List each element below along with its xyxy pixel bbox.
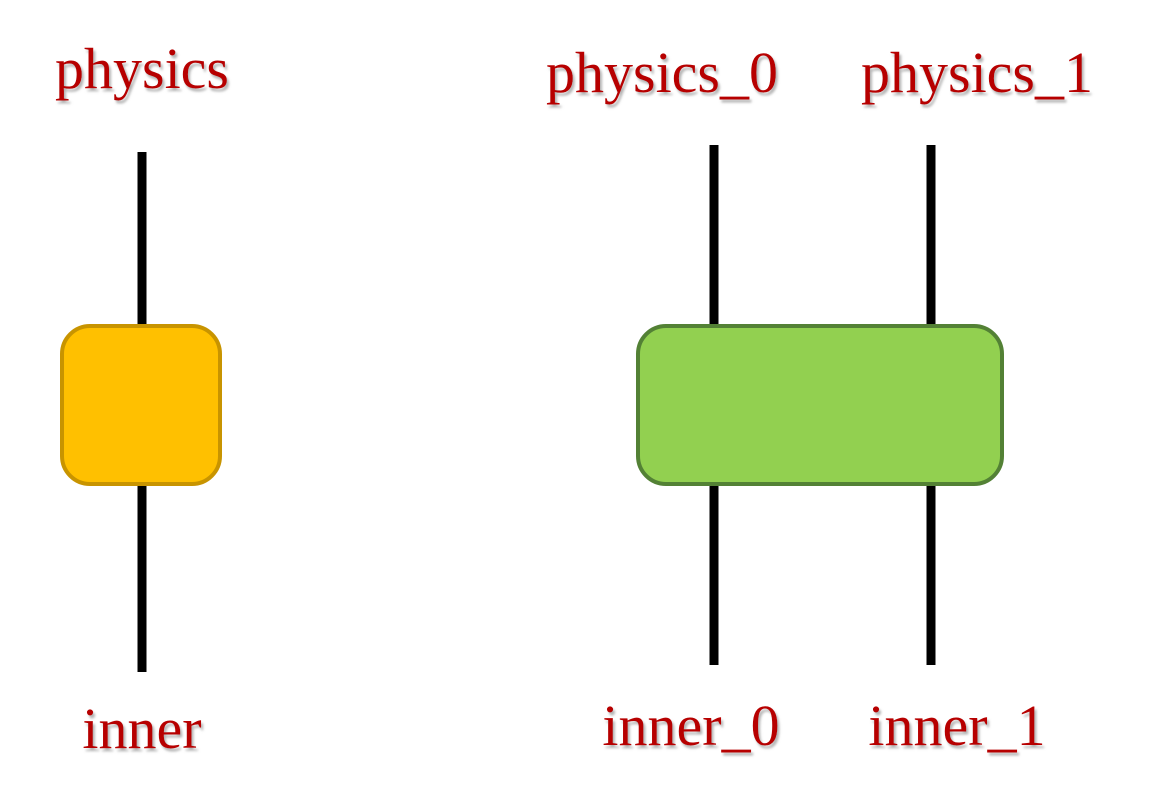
pair-bottom-label-1: inner_1 bbox=[868, 693, 1045, 758]
single-site-tensor bbox=[60, 324, 222, 486]
pair-top-label-0: physics_0 bbox=[546, 40, 778, 105]
single-bottom-label: inner bbox=[82, 696, 201, 761]
single-site-tensor-group: physics inner bbox=[55, 36, 229, 761]
pair-top-label-1: physics_1 bbox=[861, 40, 1093, 105]
two-site-tensor bbox=[636, 324, 1004, 486]
single-top-label: physics bbox=[55, 36, 229, 101]
pair-bottom-label-0: inner_0 bbox=[602, 693, 779, 758]
two-site-tensor-group: physics_0 physics_1 inner_0 inner_1 bbox=[546, 40, 1093, 758]
